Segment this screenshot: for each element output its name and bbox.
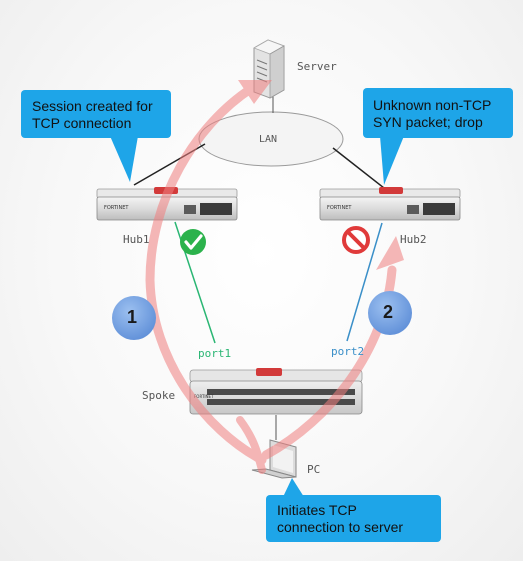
- pc-label: PC: [307, 463, 321, 476]
- path2-arrow: [261, 265, 397, 460]
- hub2-callout-line1: Unknown non-TCP: [373, 97, 492, 113]
- hub1-callout-line1: Session created for: [32, 98, 153, 114]
- hub2-callout-line2: SYN packet; drop: [373, 114, 483, 130]
- server-label: Server: [297, 60, 337, 73]
- port2-label: port2: [331, 345, 365, 358]
- svg-text:FORTINET: FORTINET: [104, 205, 129, 211]
- hub2-device: FORTINET: [319, 187, 461, 221]
- pc-callout: Initiates TCP connection to server: [277, 502, 403, 536]
- svg-text:FORTINET: FORTINET: [194, 394, 214, 399]
- step-1-number: 1: [127, 307, 138, 327]
- hub2-callout: Unknown non-TCP SYN packet; drop: [373, 97, 491, 131]
- path1-arrowhead: [238, 80, 272, 104]
- svg-text:FORTINET: FORTINET: [327, 205, 352, 211]
- step-2-badge: [368, 291, 412, 335]
- hub1-label: Hub1: [123, 233, 150, 246]
- pc-callout-line1: Initiates TCP: [277, 502, 357, 518]
- no-entry-icon: [342, 226, 370, 254]
- hub1-callout: Session created for TCP connection: [32, 98, 153, 132]
- spoke-label: Spoke: [142, 389, 176, 402]
- port2-link: [346, 222, 383, 342]
- pc-callout-bubble: [266, 478, 441, 542]
- hub2-label: Hub2: [400, 233, 427, 246]
- path1-arrow: [145, 83, 267, 465]
- pc-callout-line2: connection to server: [277, 519, 404, 535]
- step-2-number: 2: [383, 302, 394, 322]
- traffic-arrows: [145, 80, 404, 474]
- hub1-callout-line2: TCP connection: [32, 115, 132, 131]
- return-arrow-tail: [236, 416, 266, 474]
- lan-to-hub2-link: [332, 147, 385, 189]
- hub1-callout-bubble: [21, 90, 171, 182]
- lan-label: LAN: [259, 134, 278, 145]
- path2-arrowhead: [376, 236, 404, 270]
- port1-label: port1: [198, 347, 232, 360]
- hub2-callout-bubble: [363, 88, 513, 185]
- checkmark-icon: [180, 229, 206, 255]
- spoke-device: FORTINET: [189, 368, 363, 415]
- step-1-badge: [112, 296, 156, 340]
